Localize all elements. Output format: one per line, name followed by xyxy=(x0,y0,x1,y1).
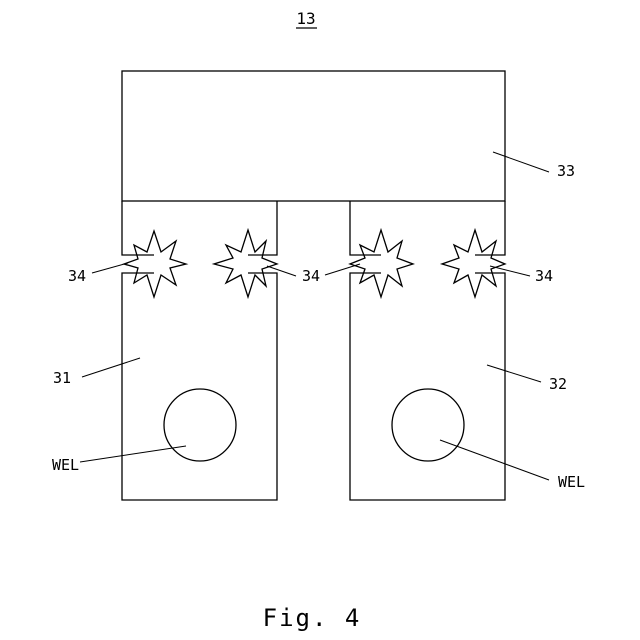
leader-34-b xyxy=(267,266,296,276)
break-star-2 xyxy=(214,230,277,297)
leader-34-d xyxy=(490,266,530,276)
leader-34-a xyxy=(92,263,128,273)
label-33: 33 xyxy=(557,162,575,180)
figure-reference: 13 xyxy=(296,9,315,28)
label-31: 31 xyxy=(53,369,71,387)
figure-caption: Fig. 4 xyxy=(263,604,362,632)
label-wel-right: WEL xyxy=(558,473,585,491)
leader-32 xyxy=(487,365,541,382)
leader-wel-left xyxy=(80,446,186,462)
upper-block xyxy=(122,71,505,201)
right-block xyxy=(350,273,505,500)
left-block xyxy=(122,273,277,500)
weld-circle-left xyxy=(164,389,236,461)
label-34-a: 34 xyxy=(68,267,86,285)
label-32: 32 xyxy=(549,375,567,393)
leader-31 xyxy=(82,358,140,377)
right-tab-upper xyxy=(350,201,505,255)
label-wel-left: WEL xyxy=(52,456,79,474)
break-star-4 xyxy=(442,230,505,297)
leader-wel-right xyxy=(440,440,549,480)
leader-33 xyxy=(493,152,549,172)
weld-circle-right xyxy=(392,389,464,461)
break-star-1 xyxy=(124,231,186,297)
label-34-d: 34 xyxy=(535,267,553,285)
break-star-3 xyxy=(350,230,413,297)
